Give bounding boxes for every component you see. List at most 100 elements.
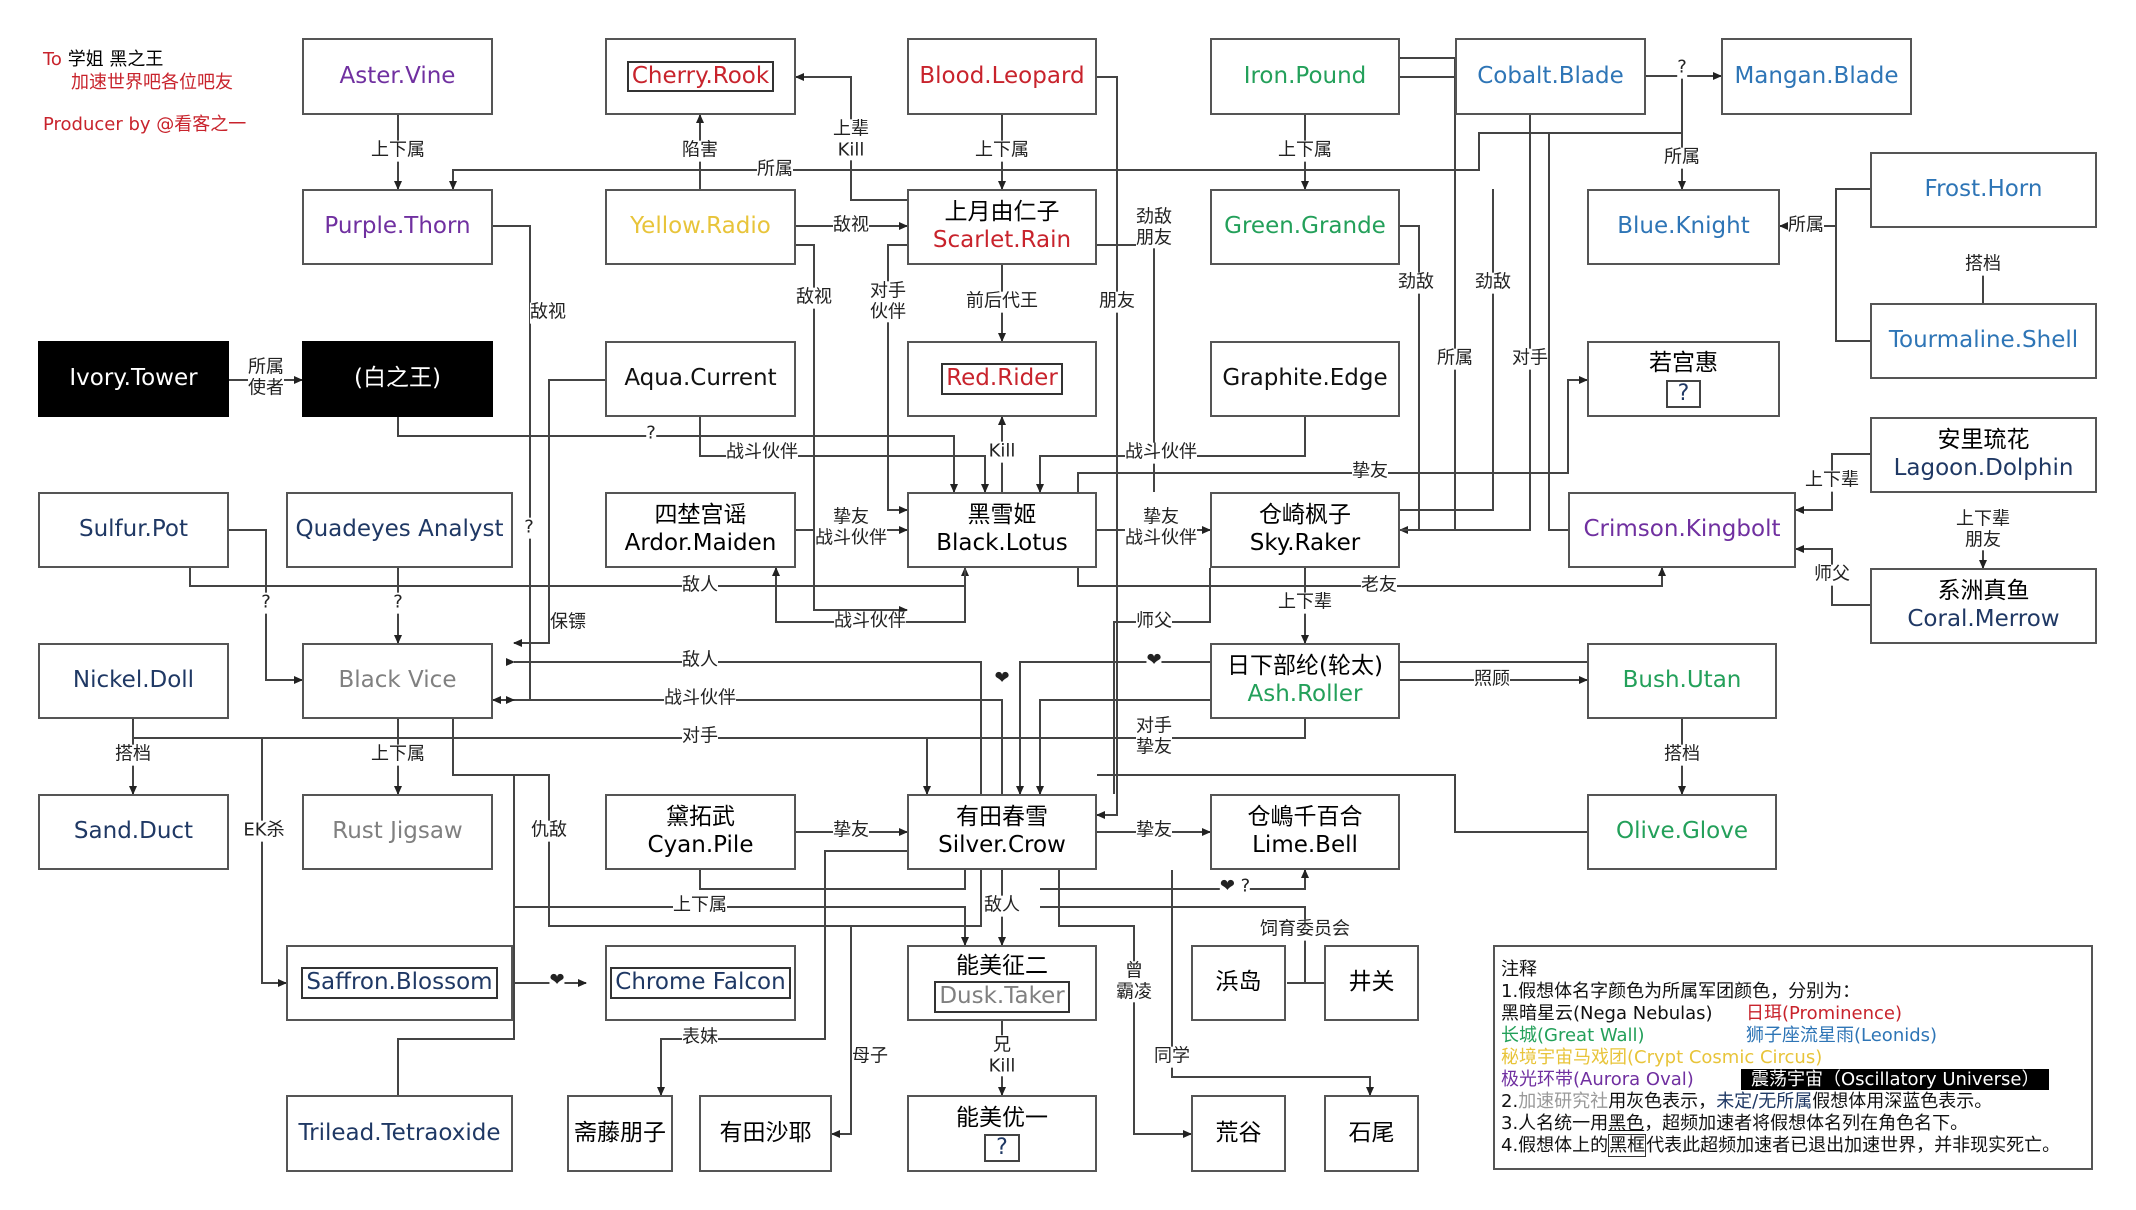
node-arita-saya[interactable]: 有田沙耶 [699,1095,832,1172]
node-red-rider[interactable]: Red.Rider [907,341,1097,417]
edge-label: EK杀 [243,819,285,842]
unknown-avatar: ? [1665,379,1702,408]
edge-label: ? [646,422,656,445]
edge-label: 上下辈 [1805,469,1859,492]
legend-line2-end: 假想体用深蓝色表示。 [1812,1091,1993,1112]
node-sulfur-pot[interactable]: Sulfur.Pot [38,492,229,568]
avatar-name: Ash.Roller [1247,681,1363,707]
node-cherry-rook[interactable]: Cherry.Rook [605,38,796,115]
node-ishio[interactable]: 石尾 [1324,1095,1419,1172]
edge-cyan-shangxia [696,862,966,890]
node-mangan-blade[interactable]: Mangan.Blade [1721,38,1912,115]
node-purple-thorn[interactable]: Purple.Thorn [302,189,493,265]
edge-feud [452,738,907,927]
legend-line2-prefix: 2. [1501,1091,1519,1112]
node-blood-leopard[interactable]: Blood.Leopard [907,38,1097,115]
legend-line3-b: 黑色 [1608,1113,1645,1134]
edge-enemy-vice [506,658,982,794]
edge-label: 挚友 [1352,460,1388,483]
avatar-name: Aqua.Current [624,365,777,392]
node-frost-horn[interactable]: Frost.Horn [1870,152,2097,228]
edge-suoshu-top [449,132,1682,190]
legion-great-wall: 长城(Great Wall) [1501,1025,1645,1046]
node-tourmaline-shell[interactable]: Tourmaline.Shell [1870,303,2097,379]
edge-cousin [657,850,907,1096]
node-saffron-blossom[interactable]: Saffron.Blossom [286,945,513,1021]
edge-label: 所属 [1788,214,1824,237]
edge-label: 所属 使者 [248,356,284,399]
credit-producer: Producer by @看客之一 [43,113,247,135]
edge-label: 敌视 [796,286,832,309]
node-blue-knight[interactable]: Blue.Knight [1587,189,1780,265]
avatar-name: Bush.Utan [1622,667,1742,694]
node-trilead[interactable]: Trilead.Tetraoxide [286,1095,513,1172]
node-white-king[interactable]: (白之王) [302,341,493,417]
edge-label: 老友 [1361,574,1397,597]
person-name: 黛拓武 [666,804,735,831]
credit-to-names: 学姐 黑之王 [67,49,164,70]
edge-olive-long [1097,774,1587,833]
node-araya[interactable]: 荒谷 [1191,1095,1286,1172]
legend-line3-a: 3.人名统一用 [1501,1113,1609,1134]
node-green-grande[interactable]: Green.Grande [1210,189,1400,265]
node-iron-pound[interactable]: Iron.Pound [1210,38,1400,115]
node-chrome-falcon[interactable]: Chrome Falcon [605,945,796,1021]
node-aster-vine[interactable]: Aster.Vine [302,38,493,115]
node-sand-duct[interactable]: Sand.Duct [38,794,229,870]
node-crimson-kingbolt[interactable]: Crimson.Kingbolt [1568,492,1796,568]
node-nickel-doll[interactable]: Nickel.Doll [38,643,229,719]
node-ivory-tower[interactable]: Ivory.Tower [38,341,229,417]
credit-line2: 加速世界吧各位吧友 [71,72,233,94]
edge-label: 劲敌 朋友 [1136,206,1172,249]
edge-white-lotus [397,417,958,493]
node-yellow-radio[interactable]: Yellow.Radio [605,189,796,265]
person-name: 斋藤朋子 [574,1119,666,1146]
edge-scarlet-lotus [887,244,908,514]
heart-icon: ❤ [549,969,565,992]
edge-label: ❤ ? [1219,875,1251,898]
avatar-name: Tourmaline.Shell [1888,327,2079,354]
person-name: 上月由仁子 [944,199,1060,226]
node-quadeyes[interactable]: Quadeyes Analyst [286,492,513,568]
node-saito[interactable]: 斋藤朋子 [567,1095,673,1172]
node-nomi-yuichi[interactable]: 能美优一? [907,1095,1097,1172]
person-name: 若宫惠 [1649,350,1718,377]
node-ash-roller[interactable]: 日下部纶(轮太)Ash.Roller [1210,643,1400,719]
node-aqua-current[interactable]: Aqua.Current [605,341,796,417]
edge-label: 战斗伙伴 [664,687,736,710]
avatar-name: (白之王) [354,365,441,392]
avatar-name-retired: Chrome Falcon [610,967,791,999]
edge-label: 搭档 [1965,253,2001,276]
person-name: 四埜宫谣 [654,502,747,529]
edge-label: 搭档 [115,743,151,766]
node-black-vice[interactable]: Black Vice [302,643,493,719]
person-name: 仓崎枫子 [1259,502,1351,529]
node-izeki[interactable]: 井关 [1324,945,1419,1021]
edge-battle-vice [506,696,1003,794]
node-olive-glove[interactable]: Olive.Glove [1587,794,1777,870]
node-bush-utan[interactable]: Bush.Utan [1587,643,1777,719]
avatar-name: Frost.Horn [1924,176,2043,203]
node-rust-jigsaw[interactable]: Rust Jigsaw [302,794,493,870]
person-name: 系洲真鱼 [1937,578,2030,605]
node-hamajima[interactable]: 浜岛 [1191,945,1286,1021]
edge-label: 保镖 [550,611,586,634]
node-wakamiya[interactable]: 若宫惠? [1587,341,1780,417]
node-cobalt-blade[interactable]: Cobalt.Blade [1455,38,1646,115]
node-graphite-edge[interactable]: Graphite.Edge [1210,341,1400,417]
avatar-name-retired: Saffron.Blossom [301,967,498,999]
avatar-name: Purple.Thorn [324,213,471,240]
person-name: 日下部纶(轮太) [1227,653,1383,680]
